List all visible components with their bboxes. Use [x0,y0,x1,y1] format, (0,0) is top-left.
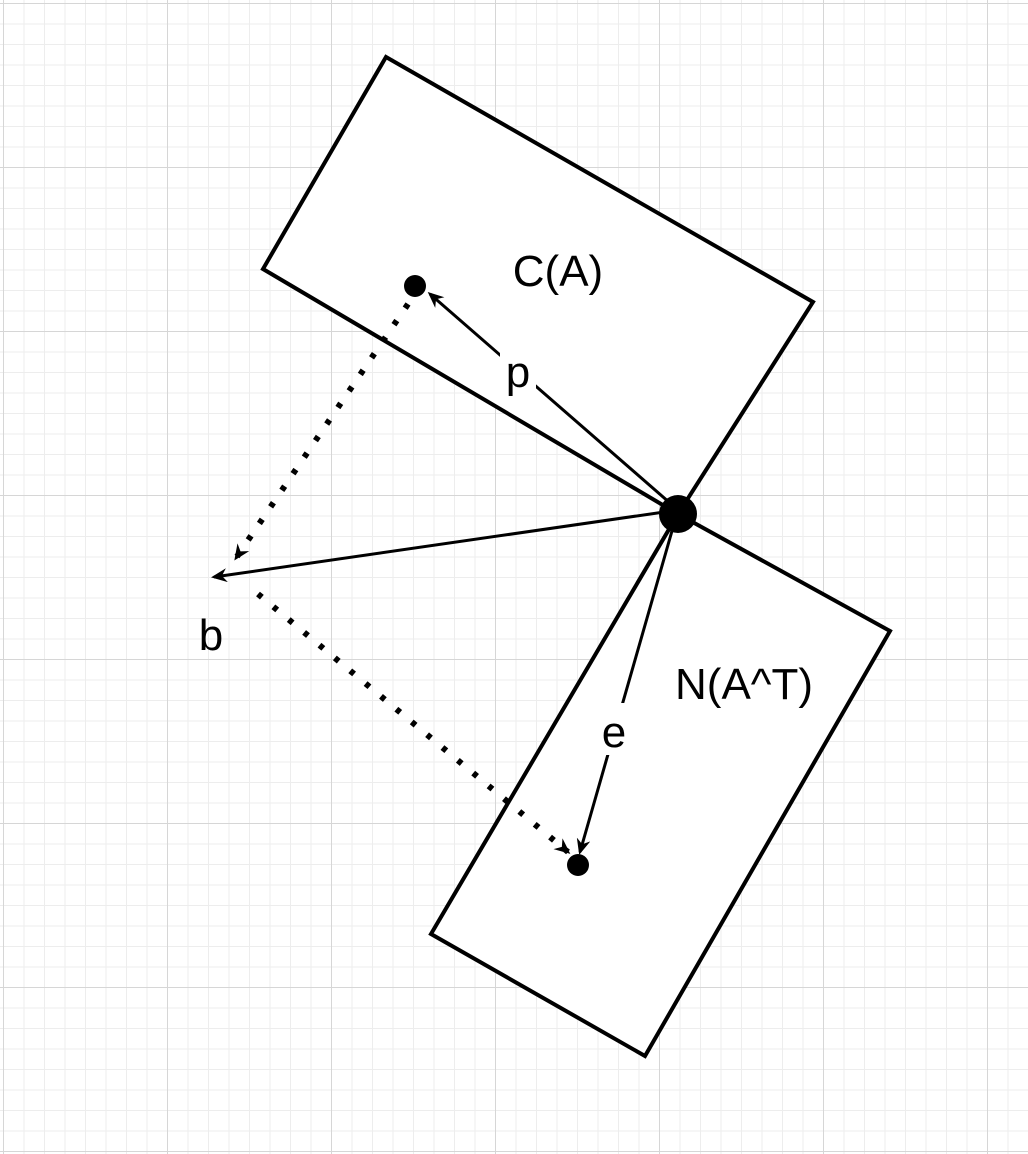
projection-label: p [506,348,530,397]
e-label-mask [597,703,631,755]
vector-p-arrow [427,292,679,512]
p-point [404,275,426,297]
left-nullspace-label: N(A^T) [675,660,813,709]
e-point [567,854,589,876]
p-label-mask [500,352,536,400]
vector-b-label: b [199,611,223,660]
vector-e-arrow [576,509,680,855]
dotted-line-b-to-e [256,591,571,855]
left-nullspace-rectangle [428,511,893,1059]
error-label: e [602,708,626,757]
origin-point [659,495,697,533]
dotted-line-p-to-b [233,302,411,561]
vector-b-arrow [211,508,679,583]
column-space-label: C(A) [513,247,603,296]
